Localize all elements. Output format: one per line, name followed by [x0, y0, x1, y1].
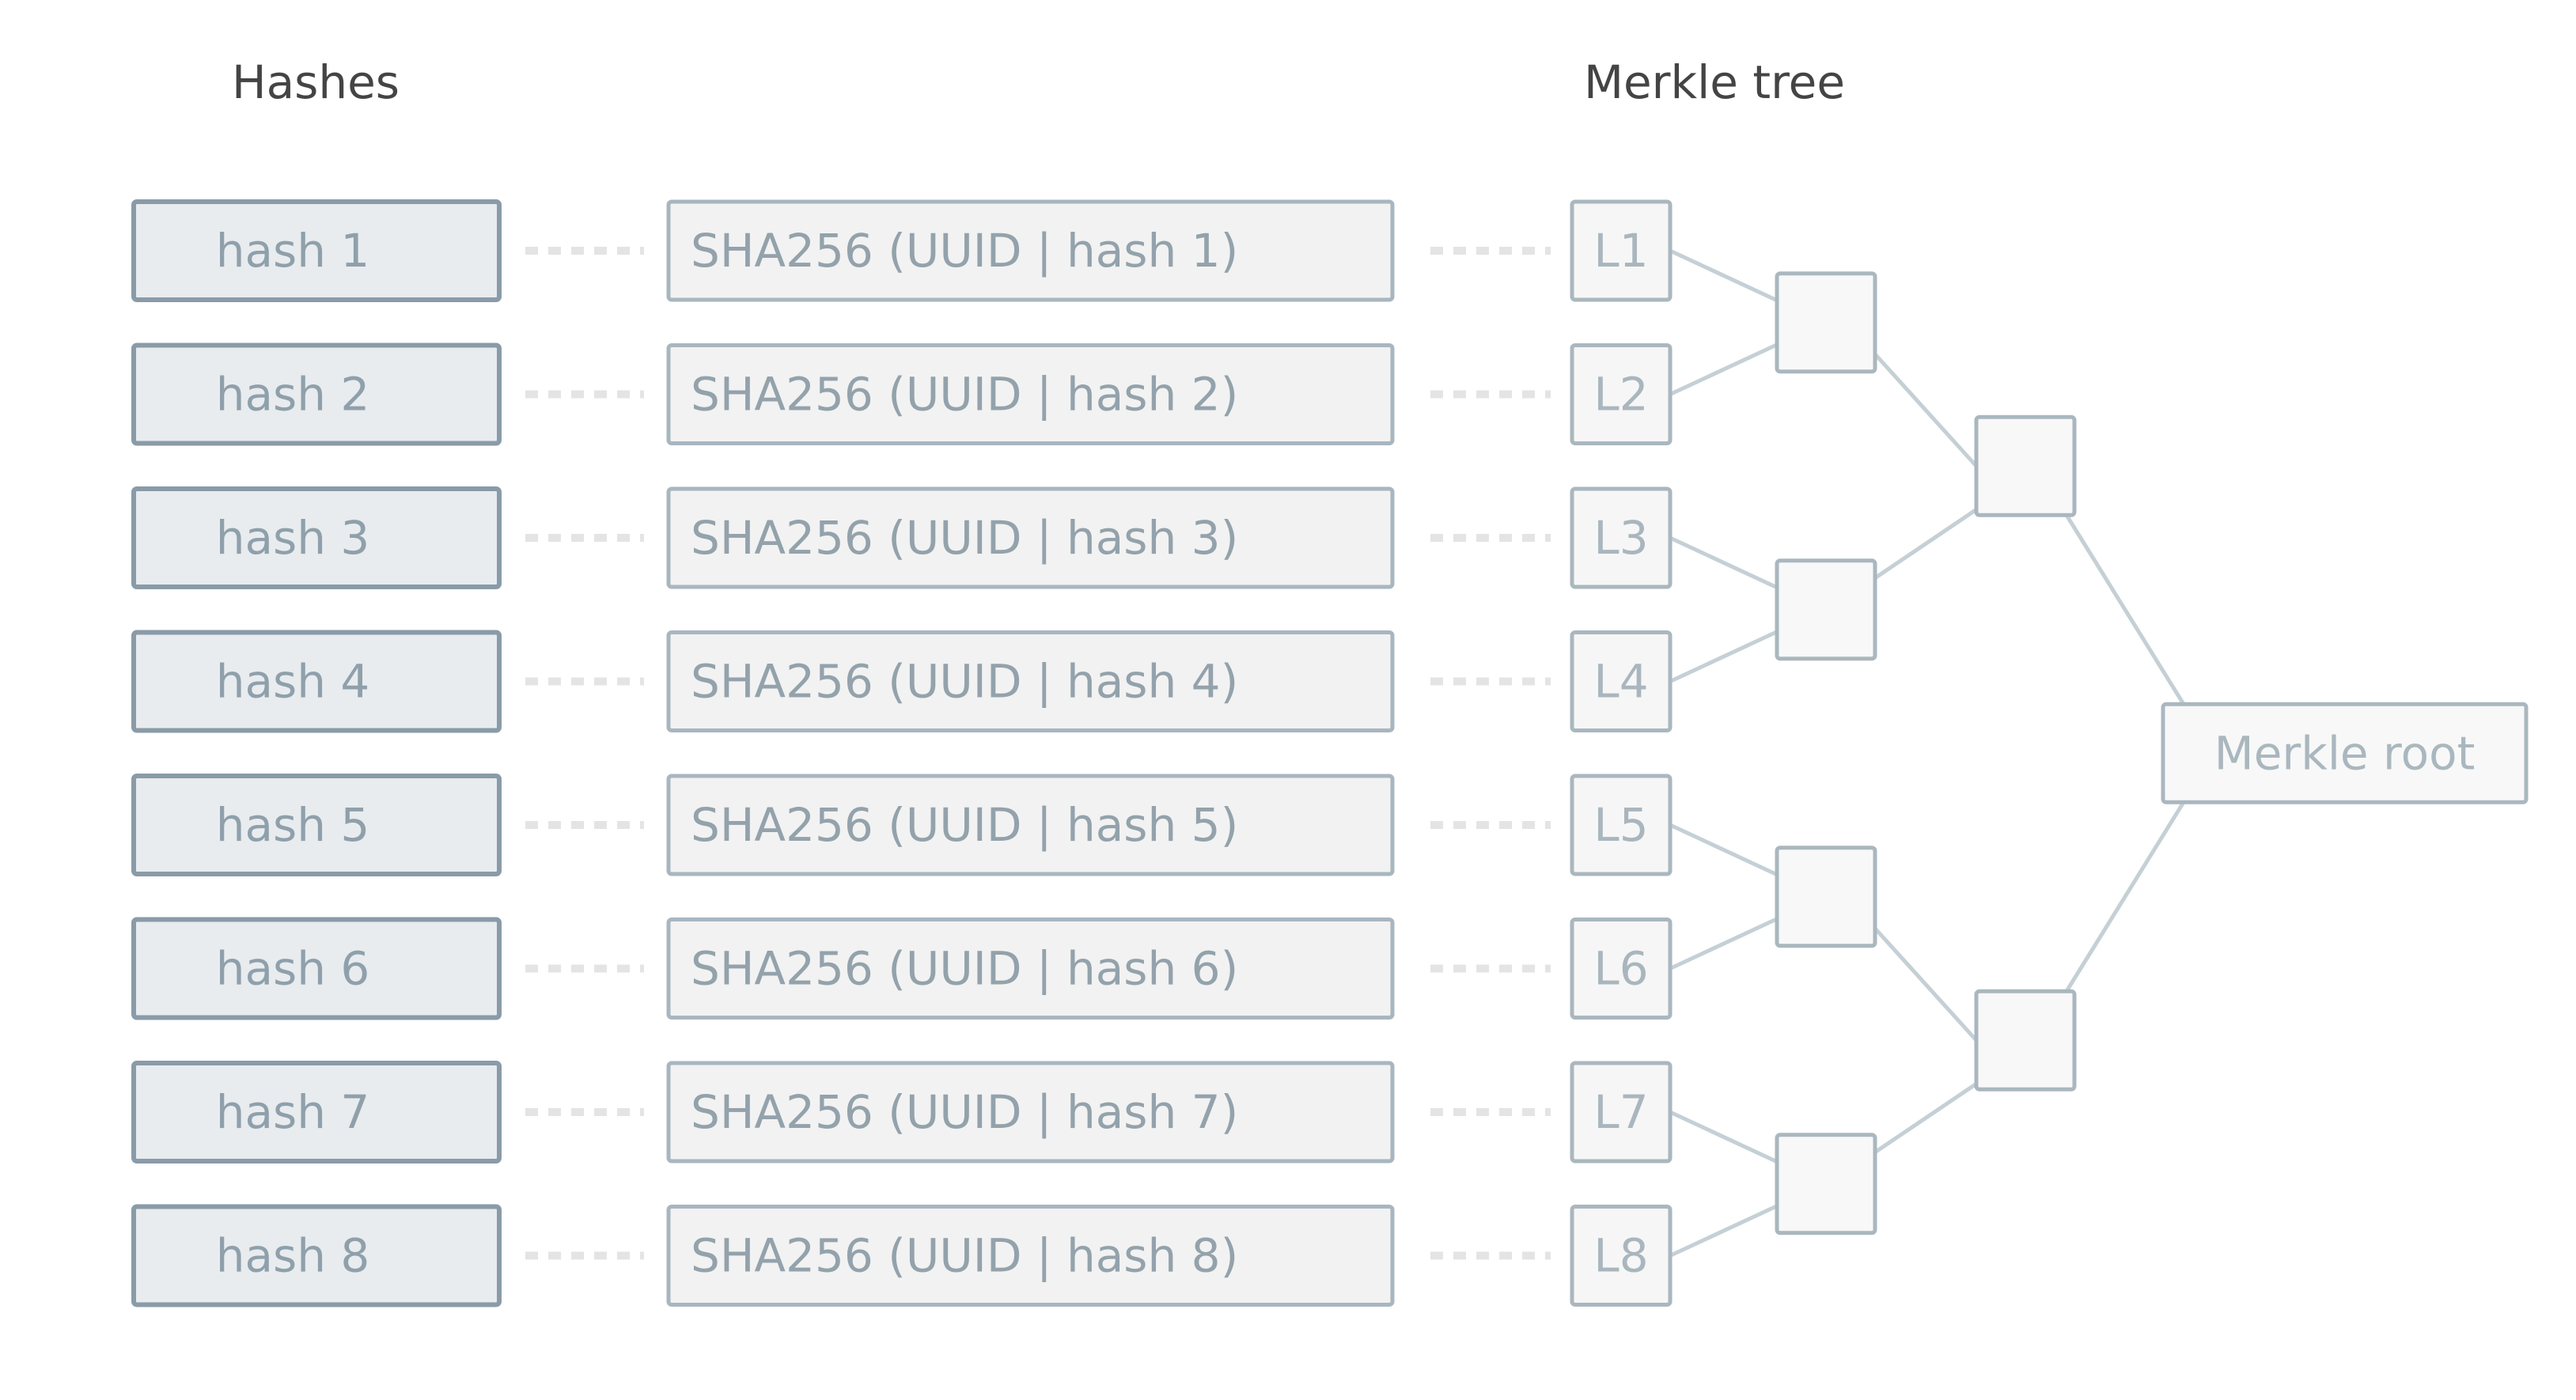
sha256-box[interactable]: [666, 486, 1395, 589]
sha256-label: SHA256 (UUID | hash 2): [691, 368, 1238, 422]
hash-box[interactable]: [131, 486, 502, 589]
hash-row: hash 7 SHA256 (UUID | hash 7) L7: [131, 1061, 1673, 1164]
leaf-label: L6: [1593, 942, 1648, 996]
tree-edge: [1873, 927, 1978, 1042]
sha256-box[interactable]: [666, 774, 1395, 876]
sha256-box[interactable]: [666, 1061, 1395, 1164]
hash-row: hash 1 SHA256 (UUID | hash 1) L1: [131, 199, 1673, 302]
hash-row: hash 8 SHA256 (UUID | hash 8) L8: [131, 1204, 1673, 1307]
tree-edge: [2064, 513, 2186, 706]
sha256-box[interactable]: [666, 1205, 1395, 1307]
hash-row: hash 6 SHA256 (UUID | hash 6) L6: [131, 917, 1673, 1020]
leaf-node[interactable]: [1570, 918, 1673, 1020]
sha256-label: SHA256 (UUID | hash 1): [691, 224, 1238, 278]
leaf-node[interactable]: [1570, 343, 1673, 445]
hash-row: hash 5 SHA256 (UUID | hash 5) L5: [131, 774, 1673, 876]
tree-edge: [1669, 630, 1779, 683]
tree-edge: [1669, 917, 1779, 971]
tree-edge: [1669, 1110, 1779, 1164]
hash-box[interactable]: [131, 630, 502, 733]
hash-box[interactable]: [131, 917, 502, 1020]
hash-label: hash 2: [216, 368, 370, 422]
tree-node-level1[interactable]: [1775, 1133, 1877, 1235]
leaf-label: L4: [1593, 655, 1648, 709]
tree-edge: [1873, 353, 1978, 467]
hash-label: hash 1: [216, 224, 370, 278]
leaf-label: L7: [1593, 1085, 1648, 1139]
tree-edge: [2064, 800, 2186, 993]
leaf-label: L1: [1593, 224, 1648, 278]
sha256-box[interactable]: [666, 343, 1395, 445]
hash-label: hash 5: [216, 798, 370, 852]
leaf-node[interactable]: [1570, 1061, 1673, 1164]
hash-label: hash 7: [216, 1085, 370, 1139]
tree-edge: [1669, 342, 1779, 396]
sha256-label: SHA256 (UUID | hash 6): [691, 942, 1238, 996]
tree-edge: [1669, 248, 1779, 303]
tree-node-level2[interactable]: [1974, 989, 2077, 1092]
tree-node-level1[interactable]: [1775, 271, 1877, 374]
leaf-label: L2: [1593, 368, 1648, 422]
tree-node-level2[interactable]: [1974, 414, 2077, 517]
leaf-label: L3: [1593, 511, 1648, 565]
tree-nodes: Merkle root: [1775, 271, 2529, 1235]
merkle-tree-title: Merkle tree: [1584, 55, 1845, 109]
hash-label: hash 6: [216, 942, 370, 996]
hash-box[interactable]: [131, 774, 502, 876]
hash-box[interactable]: [131, 1061, 502, 1164]
leaf-node[interactable]: [1570, 630, 1673, 732]
tree-edge: [1669, 823, 1779, 877]
leaf-label: L8: [1593, 1229, 1648, 1283]
hash-box[interactable]: [131, 342, 502, 446]
sha256-box[interactable]: [666, 630, 1395, 732]
tree-node-level1[interactable]: [1775, 846, 1877, 948]
leaf-node[interactable]: [1570, 1205, 1673, 1307]
hash-label: hash 3: [216, 511, 370, 565]
hash-row: hash 2 SHA256 (UUID | hash 2) L2: [131, 342, 1673, 446]
tree-edges: [1669, 248, 2186, 1258]
hash-row: hash 3 SHA256 (UUID | hash 3) L3: [131, 486, 1673, 589]
leaf-node[interactable]: [1570, 199, 1673, 302]
hashes-title: Hashes: [232, 55, 400, 109]
hash-box[interactable]: [131, 199, 502, 302]
tree-node-level1[interactable]: [1775, 558, 1877, 661]
hash-row: hash 4 SHA256 (UUID | hash 4) L4: [131, 630, 1673, 733]
hash-label: hash 4: [216, 655, 370, 709]
sha256-label: SHA256 (UUID | hash 4): [691, 655, 1238, 709]
tree-edge: [1873, 1082, 1978, 1154]
sha256-label: SHA256 (UUID | hash 5): [691, 798, 1238, 852]
leaf-node[interactable]: [1570, 774, 1673, 876]
sha256-label: SHA256 (UUID | hash 3): [691, 511, 1238, 565]
tree-edge: [1669, 535, 1779, 590]
hash-box[interactable]: [131, 1204, 502, 1307]
tree-edge: [1873, 508, 1978, 580]
tree-edge: [1669, 1204, 1779, 1258]
sha256-label: SHA256 (UUID | hash 7): [691, 1085, 1238, 1139]
hash-rows: hash 1 SHA256 (UUID | hash 1) L1 hash 2 SHA2…: [131, 199, 1673, 1307]
sha256-box[interactable]: [666, 199, 1395, 302]
leaf-node[interactable]: [1570, 486, 1673, 589]
sha256-label: SHA256 (UUID | hash 8): [691, 1229, 1238, 1283]
sha256-box[interactable]: [666, 918, 1395, 1020]
leaf-label: L5: [1593, 798, 1648, 852]
merkle-root-box[interactable]: [2161, 702, 2529, 804]
hash-label: hash 8: [216, 1229, 370, 1283]
merkle-root-label: Merkle root: [2214, 726, 2476, 780]
